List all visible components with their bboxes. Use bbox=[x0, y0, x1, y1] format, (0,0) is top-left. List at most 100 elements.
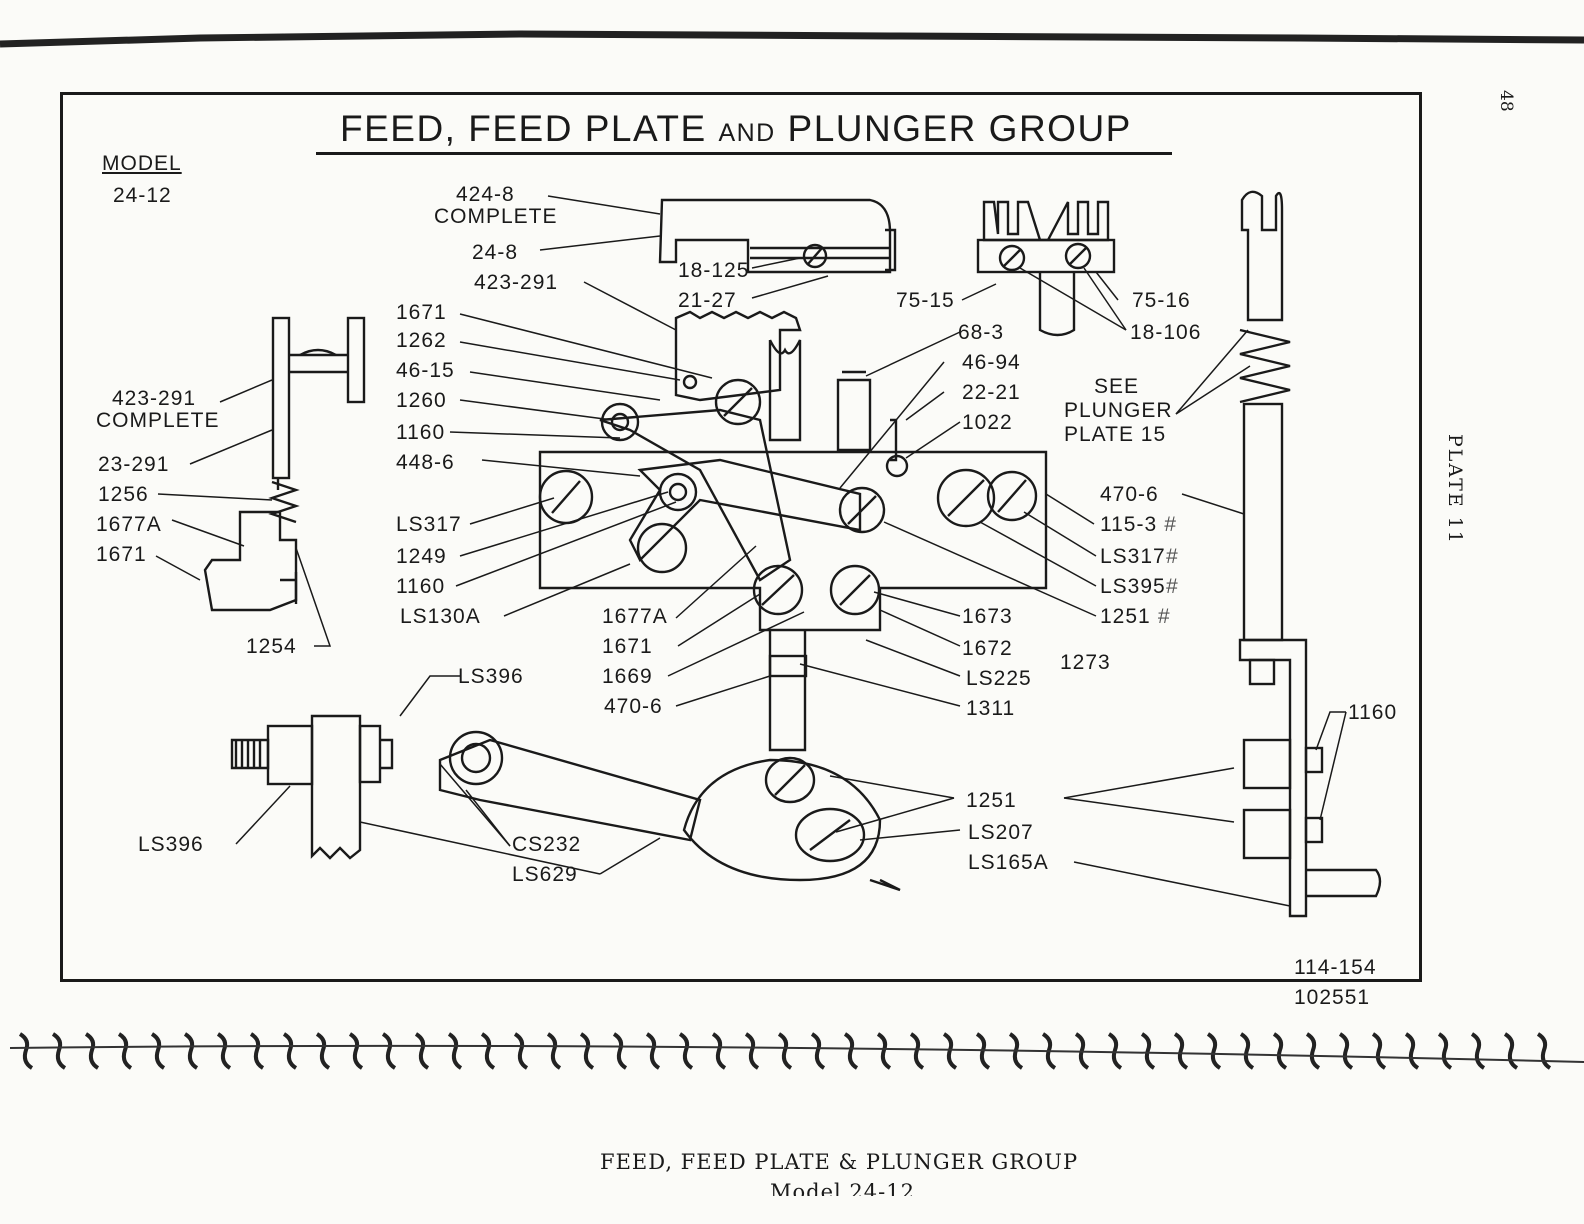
callout-see: SEE bbox=[1094, 375, 1140, 398]
title-underline bbox=[316, 152, 1172, 155]
callout-68-3: 68-3 bbox=[958, 321, 1005, 344]
binding-coil bbox=[876, 1032, 892, 1070]
feed-part-424-8-drawing bbox=[658, 198, 897, 274]
callout-21-27: 21-27 bbox=[678, 289, 737, 312]
binding-coil bbox=[1074, 1032, 1090, 1070]
binding-coil bbox=[282, 1032, 298, 1070]
callout-115-3: 115-3 # bbox=[1100, 513, 1177, 536]
callout-75-15: 75-15 bbox=[896, 289, 955, 312]
binding-coil bbox=[1338, 1032, 1354, 1070]
title-tail: PLUNGER GROUP bbox=[787, 108, 1132, 149]
binding-coil bbox=[480, 1032, 496, 1070]
callout-24-8: 24-8 bbox=[472, 241, 519, 264]
binding-coil bbox=[51, 1032, 67, 1070]
footer-model: Model 24-12 bbox=[770, 1180, 915, 1196]
binding-coil bbox=[1503, 1032, 1519, 1070]
binding-coil bbox=[1173, 1032, 1189, 1070]
model-label: MODEL bbox=[102, 152, 182, 175]
binding-coil bbox=[678, 1032, 694, 1070]
binding-coil bbox=[579, 1032, 595, 1070]
binding-coil bbox=[909, 1032, 925, 1070]
binding-coil bbox=[1107, 1032, 1123, 1070]
callout-1251-bottom: 1251 bbox=[966, 789, 1017, 812]
binding-coil bbox=[1536, 1032, 1552, 1070]
drawing-number: 114-154 bbox=[1294, 956, 1377, 979]
binding-coil bbox=[1041, 1032, 1057, 1070]
callout-1669: 1669 bbox=[602, 665, 653, 688]
binding-coil bbox=[216, 1032, 232, 1070]
binding-coil bbox=[18, 1032, 34, 1070]
binding-coil bbox=[414, 1032, 430, 1070]
callout-18-106: 18-106 bbox=[1130, 321, 1202, 344]
binding-coil bbox=[183, 1032, 199, 1070]
callout-75-16: 75-16 bbox=[1132, 289, 1191, 312]
callout-1251-right: 1251 # bbox=[1100, 605, 1171, 628]
callout-18-125: 18-125 bbox=[678, 259, 750, 282]
binding-coil bbox=[513, 1032, 529, 1070]
title-and: AND bbox=[718, 119, 776, 147]
diagram-frame bbox=[60, 92, 1422, 982]
callout-1260: 1260 bbox=[396, 389, 447, 412]
callout-1249: 1249 bbox=[396, 545, 447, 568]
callout-1671: 1671 bbox=[396, 301, 447, 324]
callout-ls395: LS395# bbox=[1100, 575, 1179, 598]
callout-1160-b: 1160 bbox=[396, 575, 446, 598]
callout-ls130a: LS130A bbox=[400, 605, 481, 628]
binding-coil bbox=[249, 1032, 265, 1070]
binding-coil bbox=[612, 1032, 628, 1070]
plunger-423-291-drawing bbox=[203, 316, 366, 612]
binding-coil bbox=[1239, 1032, 1255, 1070]
binding-coil bbox=[1437, 1032, 1453, 1070]
callout-46-15: 46-15 bbox=[396, 359, 455, 382]
callout-1273: 1273 bbox=[1060, 651, 1111, 674]
binding-coil bbox=[744, 1032, 760, 1070]
plate-label: PLATE 11 bbox=[1444, 434, 1466, 545]
callout-1311: 1311 bbox=[966, 697, 1016, 720]
callout-cs232: CS232 bbox=[512, 833, 582, 856]
binding-coil bbox=[150, 1032, 166, 1070]
feed-plate-drawing bbox=[538, 450, 1048, 632]
callout-1256: 1256 bbox=[98, 483, 149, 506]
guide-75-15-drawing bbox=[976, 200, 1116, 337]
callout-ls396-bottom: LS396 bbox=[138, 833, 204, 856]
callout-46-94: 46-94 bbox=[962, 351, 1021, 374]
callout-ls165a: LS165A bbox=[968, 851, 1049, 874]
callout-ls629: LS629 bbox=[512, 863, 578, 886]
callout-1160-right: 1160 bbox=[1348, 701, 1398, 724]
binding-coil bbox=[1206, 1032, 1222, 1070]
model-value: 24-12 bbox=[113, 184, 172, 207]
plunger-rod-drawing bbox=[1238, 190, 1382, 918]
binding-coil bbox=[447, 1032, 463, 1070]
callout-ls317-right: LS317# bbox=[1100, 545, 1179, 568]
callout-ls396-top: LS396 bbox=[458, 665, 524, 688]
callout-1677a-left: 1677A bbox=[96, 513, 162, 536]
binding-coil bbox=[84, 1032, 100, 1070]
feed-links-drawing bbox=[599, 339, 909, 582]
callout-1677a: 1677A bbox=[602, 605, 668, 628]
binding-coil bbox=[843, 1032, 859, 1070]
binding-coil bbox=[1272, 1032, 1288, 1070]
callout-1671-mid: 1671 bbox=[602, 635, 653, 658]
leader-lines bbox=[155, 195, 1347, 907]
callout-1254: 1254 bbox=[246, 635, 297, 658]
callout-22-21: 22-21 bbox=[962, 381, 1021, 404]
callout-448-6: 448-6 bbox=[396, 451, 455, 474]
callout-23-291: 23-291 bbox=[98, 453, 170, 476]
binding-coil bbox=[645, 1032, 661, 1070]
callout-complete: COMPLETE bbox=[434, 205, 558, 228]
callout-ls207: LS207 bbox=[968, 821, 1034, 844]
page-number: 48 bbox=[1496, 90, 1516, 112]
stud-ls396-drawing bbox=[230, 714, 394, 860]
binding-coil bbox=[1140, 1032, 1156, 1070]
callout-424-8: 424-8 bbox=[456, 183, 515, 206]
callout-plate-15: PLATE 15 bbox=[1064, 423, 1167, 446]
binding-coil bbox=[942, 1032, 958, 1070]
binding-coil bbox=[117, 1032, 133, 1070]
binding-coil bbox=[1305, 1032, 1321, 1070]
binding-coil bbox=[1371, 1032, 1387, 1070]
callout-1672: 1672 bbox=[962, 637, 1013, 660]
callout-plunger: PLUNGER bbox=[1064, 399, 1173, 422]
drive-crank-drawing bbox=[438, 630, 901, 892]
callout-1671-left: 1671 bbox=[96, 543, 147, 566]
